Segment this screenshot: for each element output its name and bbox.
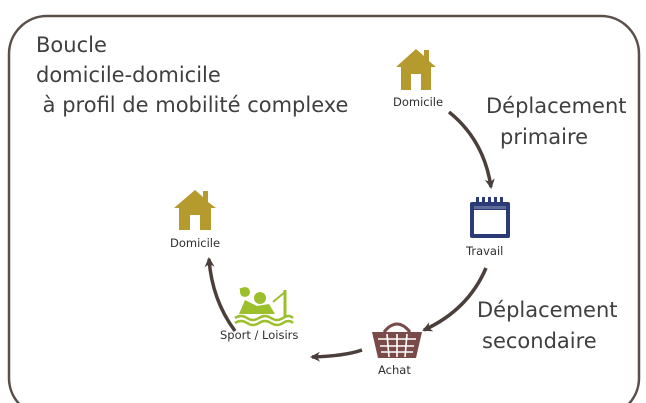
arrow-work-to-shopping xyxy=(422,267,488,332)
arrow-home-to-work xyxy=(447,110,495,189)
title-line-3: à profil de mobilité complexe xyxy=(36,93,349,117)
trip-primary-line-2: primaire xyxy=(500,125,589,149)
title-line-2: domicile-domicile xyxy=(36,63,221,87)
diagram-border xyxy=(7,14,641,403)
arrow-sport-to-home xyxy=(204,257,237,333)
node-label-shopping: Achat xyxy=(378,363,411,377)
water-polo-icon xyxy=(234,287,294,327)
trip-secondary-line-1: Déplacement xyxy=(477,298,618,322)
title-line-1: Boucle xyxy=(36,33,107,57)
node-label-home-start: Domicile xyxy=(393,95,444,109)
house-icon xyxy=(396,49,436,90)
arrow-shopping-to-sport xyxy=(310,348,363,362)
house-icon xyxy=(174,190,216,230)
shopping-basket-icon xyxy=(372,322,422,358)
calendar-icon xyxy=(470,197,510,238)
trip-primary-line-1: Déplacement xyxy=(486,94,627,118)
trip-secondary-line-2: secondaire xyxy=(482,329,597,353)
node-label-work: Travail xyxy=(466,244,504,258)
node-label-home-end: Domicile xyxy=(170,236,221,250)
node-label-sport: Sport / Loisirs xyxy=(220,328,299,342)
